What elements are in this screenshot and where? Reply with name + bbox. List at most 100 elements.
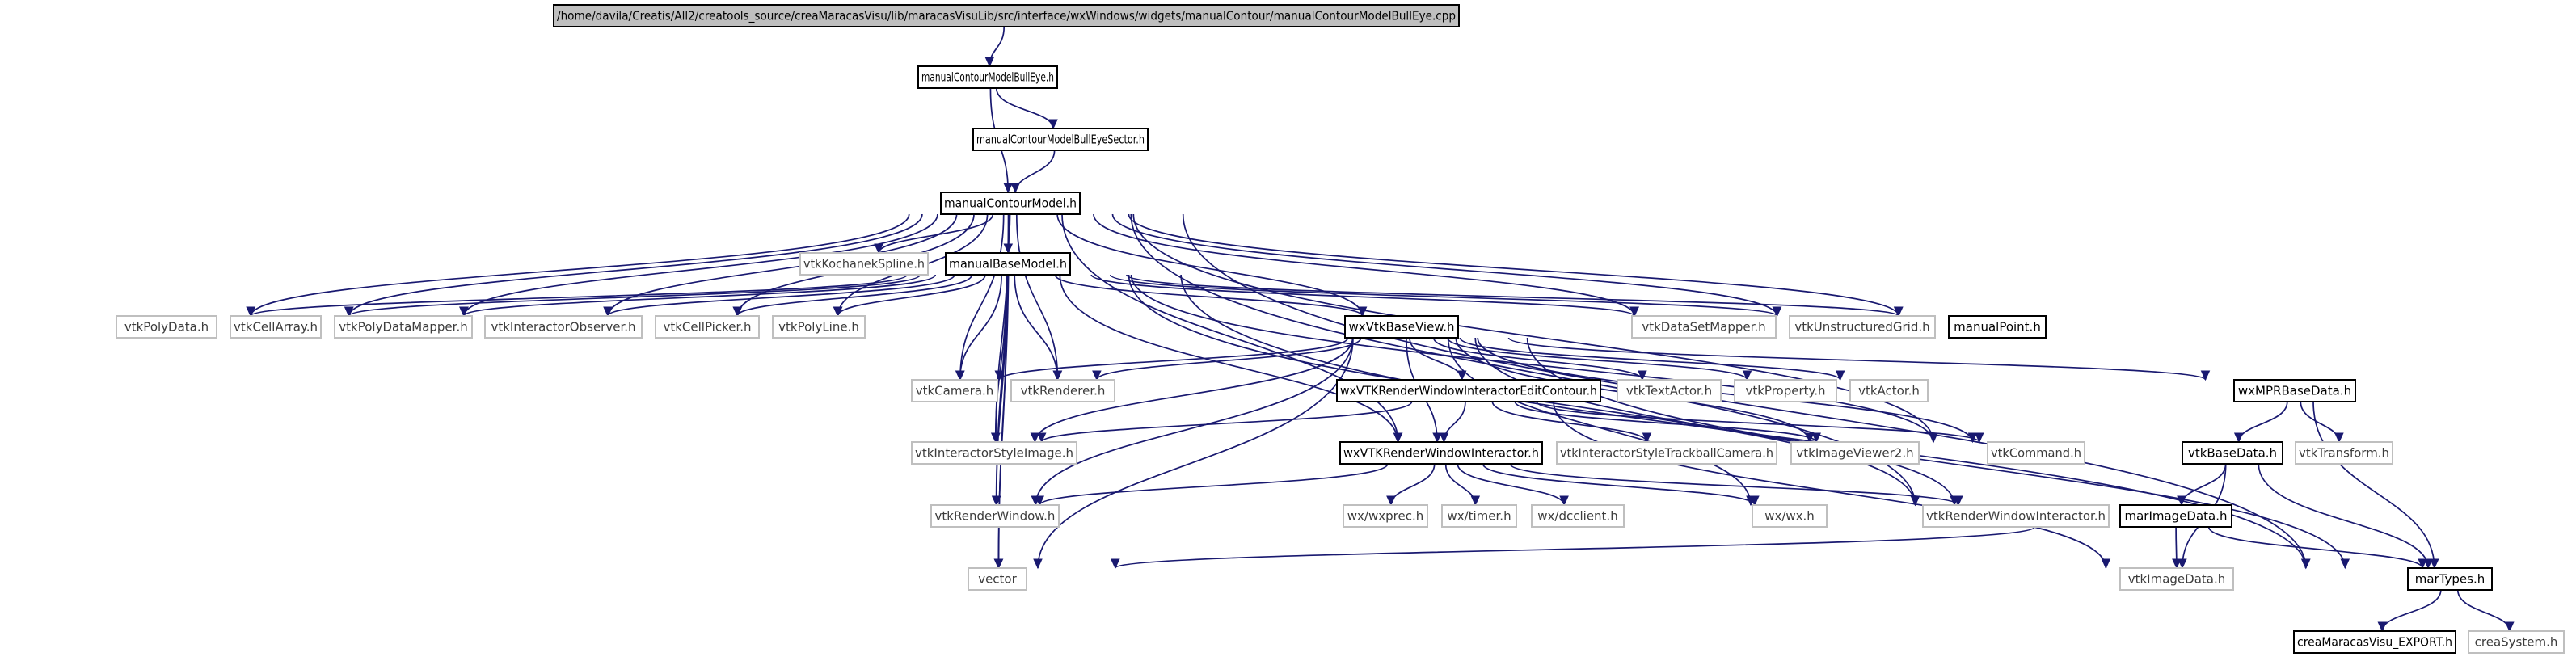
edge-model_h-to-camera <box>955 213 1005 381</box>
node-point[interactable]: manualPoint.h <box>1948 315 2047 339</box>
node-box <box>945 252 1071 276</box>
edge-basemodel-to-renderer <box>1014 274 1062 381</box>
arrowhead-icon <box>2430 558 2439 570</box>
edge-martypes-to-export <box>2377 589 2442 633</box>
node-label: vtkPolyLine.h <box>778 320 859 335</box>
node-label: vtkActor.h <box>1858 384 1920 398</box>
edge-basemodel-to-camera <box>955 274 1002 381</box>
node-martypes[interactable]: marTypes.h <box>2407 567 2493 591</box>
node-box <box>2468 630 2565 654</box>
node-rwiec[interactable]: wxVTKRenderWindowInteractorEditContour.h <box>1336 379 1601 402</box>
arrowhead-icon <box>459 306 469 318</box>
arrowhead-icon <box>1033 558 1043 570</box>
node-rwi[interactable]: wxVTKRenderWindowInteractor.h <box>1339 441 1543 465</box>
node-label: vtkBaseData.h <box>2188 446 2277 461</box>
edge-line <box>1126 274 1899 317</box>
node-label: vtkPolyDataMapper.h <box>339 320 467 335</box>
edge-line <box>2207 526 2423 569</box>
arrowhead-icon <box>2177 495 2186 507</box>
edge-line <box>995 87 1054 129</box>
arrowhead-icon <box>994 370 1005 381</box>
node-cellarray: vtkCellArray.h <box>230 315 322 339</box>
edge-basemodel-to-cellarray <box>344 274 921 318</box>
node-label: vtkRenderer.h <box>1021 384 1106 398</box>
edge-line <box>959 274 1002 381</box>
edge-line <box>1536 401 1980 443</box>
node-transform: vtkTransform.h <box>2295 441 2393 465</box>
edge-line <box>250 213 910 317</box>
arrowhead-icon <box>1036 432 1047 444</box>
node-vtkbase[interactable]: wxVtkBaseView.h <box>1344 315 1459 339</box>
node-interobs: vtkInteractorObserver.h <box>484 315 643 339</box>
edge-line <box>1443 401 1466 443</box>
edge-basemodel-to-ugrid <box>1109 274 1782 318</box>
node-label: vtkImageData.h <box>2128 572 2226 587</box>
node-mprbase[interactable]: wxMPRBaseData.h <box>2233 379 2356 402</box>
edge-rwi-to-dcclient <box>1457 463 1569 507</box>
node-box <box>230 315 322 339</box>
node-export[interactable]: creaMaracasVisu_EXPORT.h <box>2293 630 2456 654</box>
arrowhead-icon <box>2418 558 2427 570</box>
arrowhead-icon <box>2178 558 2187 570</box>
node-timer: wx/timer.h <box>1441 504 1517 528</box>
node-renwin: vtkRenderWindow.h <box>930 504 1060 528</box>
edge-line <box>1514 401 1818 443</box>
edge-vtkbase-to-actor <box>1459 337 1845 381</box>
node-root[interactable]: /home/davila/Creatis/All2/creatools_sour… <box>553 4 1460 27</box>
node-model_h[interactable]: manualContourModel.h <box>940 192 1081 215</box>
arrowhead-icon <box>732 306 742 318</box>
arrowhead-icon <box>1052 370 1062 381</box>
node-vrwi: vtkRenderWindowInteractor.h <box>1922 504 2110 528</box>
edge-line <box>250 274 908 317</box>
edge-line <box>1037 337 1354 569</box>
node-box <box>2119 567 2234 591</box>
node-box <box>2182 441 2283 465</box>
edge-marimage-to-martypes <box>2207 526 2427 570</box>
node-box <box>2407 567 2493 591</box>
node-trackball: vtkInteractorStyleTrackballCamera.h <box>1556 441 1777 465</box>
edge-line <box>1477 337 1974 443</box>
edge-rwiec-to-command <box>1536 401 1984 444</box>
edge-model_h-to-renderer <box>1015 213 1063 381</box>
node-sector_h[interactable]: manualContourModelBullEyeSector.h <box>972 128 1149 151</box>
node-box <box>1922 504 2110 528</box>
node-marimage[interactable]: marImageData.h <box>2119 504 2232 528</box>
arrowhead-icon <box>1470 495 1481 507</box>
node-label: vector <box>978 572 1017 587</box>
edge-basemodel-to-cellpicker <box>732 274 973 318</box>
arrowhead-icon <box>1811 432 1821 444</box>
node-basemodel[interactable]: manualBaseModel.h <box>945 252 1071 276</box>
arrowhead-icon <box>1003 183 1013 194</box>
arrowhead-icon <box>2101 558 2111 570</box>
edge-marimage-to-vector <box>1111 526 2035 570</box>
arrowhead-icon <box>1457 370 1467 381</box>
arrowhead-icon <box>2423 558 2433 570</box>
node-label: /home/davila/Creatis/All2/creatools_sour… <box>557 9 1456 24</box>
node-label: vtkInteractorStyleImage.h <box>915 446 1073 461</box>
edge-line <box>1015 213 1059 381</box>
node-label: vtkTransform.h <box>2299 446 2389 461</box>
node-box <box>553 4 1460 27</box>
edge-basedata-to-marimage <box>2177 463 2227 507</box>
arrowhead-icon <box>1010 183 1020 194</box>
node-basedata[interactable]: vtkBaseData.h <box>2182 441 2283 465</box>
edge-basedata-to-martypes <box>2258 463 2433 570</box>
arrowhead-icon <box>1030 432 1040 444</box>
edge-line <box>2456 589 2511 632</box>
edge-line <box>607 213 958 317</box>
node-pdmapper: vtkPolyDataMapper.h <box>334 315 473 339</box>
edge-rwiec-to-iviewer <box>1514 401 1821 444</box>
arrowhead-icon <box>1357 306 1368 318</box>
edge-line <box>1459 337 1841 381</box>
node-bulleye_h[interactable]: manualContourModelBullEye.h <box>917 65 1058 89</box>
node-box <box>1948 315 2047 339</box>
edge-line <box>348 213 923 317</box>
arrowhead-icon <box>1638 370 1647 381</box>
edge-line <box>1014 150 1056 193</box>
node-box <box>1010 379 1115 402</box>
edge-line <box>2381 589 2442 632</box>
edge-rwi-to-wxprec <box>1386 463 1436 507</box>
edge-martypes-to-creasystem <box>2456 589 2515 633</box>
edge-line <box>1474 337 1955 506</box>
